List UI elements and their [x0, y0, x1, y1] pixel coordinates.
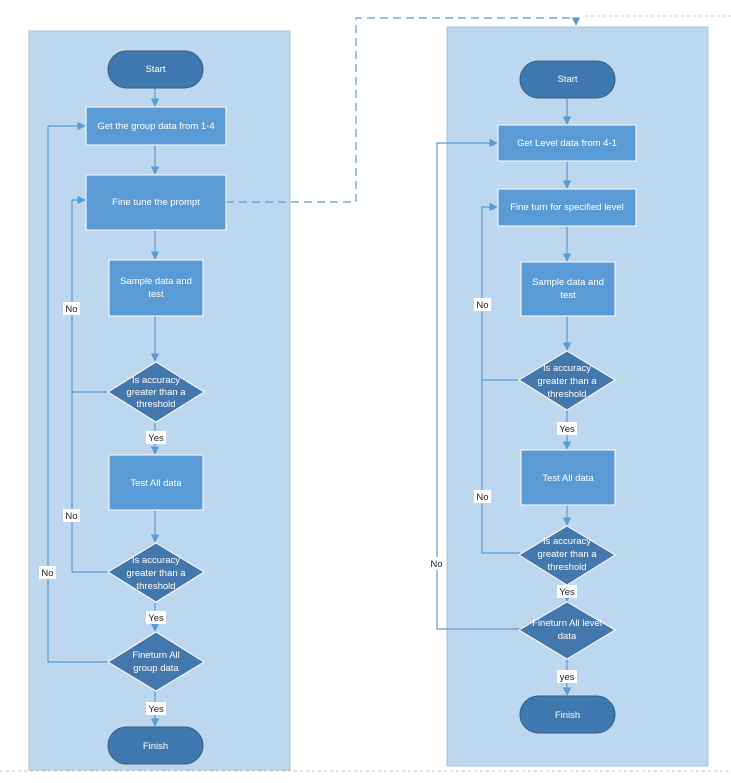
left-no-loop-1: [71, 195, 109, 393]
left-start-terminal: [107, 50, 204, 89]
right-finish-terminal: [519, 695, 616, 734]
left-start-label: Start: [145, 64, 165, 75]
right-finetune-all-label-1: Fineturn All level: [532, 618, 602, 629]
left-fine-tune-prompt-box: [85, 174, 227, 231]
right-no-loop-2: [481, 380, 520, 554]
right-finetune-all-label-2: data: [558, 631, 577, 642]
left-accuracy-check-2-label-2: greater than a: [126, 568, 186, 579]
right-test-all-label: Test All data: [542, 473, 594, 484]
left-finetune-all-label-1: Fineturn All: [132, 650, 180, 661]
right-accuracy-check-1-label-3: threshold: [547, 389, 586, 400]
left-no-label-3: No: [41, 568, 53, 579]
right-no-label-3: No: [430, 559, 442, 570]
left-no-label-2: No: [65, 511, 77, 522]
right-no-label-2: No: [476, 492, 488, 503]
left-test-all-box: [108, 454, 204, 511]
left-accuracy-check-1-label-3: threshold: [136, 399, 175, 410]
left-accuracy-check-2-label-1: Is accuracy: [132, 555, 180, 566]
right-finetune-all-diamond: [518, 601, 616, 660]
left-no-label-1: No: [65, 304, 77, 315]
right-yes-label-3: yes: [560, 672, 575, 683]
left-yes-label-3: Yes: [148, 704, 164, 715]
left-accuracy-check-1-label-1: Is accuracy: [132, 375, 180, 386]
left-yes-label-1: Yes: [148, 433, 164, 444]
right-accuracy-check-1-diamond: [518, 350, 616, 411]
left-accuracy-check-1-label-2: greater than a: [126, 387, 186, 398]
right-start-label: Start: [557, 74, 577, 85]
left-get-group-data-box: [85, 106, 227, 146]
right-accuracy-check-2-label-1: Is accuracy: [543, 536, 591, 547]
right-accuracy-check-1-label-2: greater than a: [537, 376, 597, 387]
left-finish-label: Finish: [143, 741, 168, 752]
left-yes-label-2: Yes: [148, 613, 164, 624]
right-yes-label-1: Yes: [559, 424, 575, 435]
left-finetune-all-diamond: [107, 631, 205, 692]
left-no-loop-3: [47, 121, 109, 663]
right-accuracy-check-1-label-1: Is accuracy: [543, 363, 591, 374]
left-accuracy-check-2-diamond: [107, 542, 205, 603]
left-accuracy-check-2-label-3: threshold: [136, 581, 175, 592]
right-accuracy-check-2-label-3: threshold: [547, 562, 586, 573]
right-accuracy-check-2-label-2: greater than a: [537, 549, 597, 560]
left-no-loop-2: [71, 392, 109, 573]
left-sample-test-label-1: Sample data and: [120, 276, 192, 287]
right-get-level-data-label: Get Level data from 4-1: [517, 138, 617, 149]
right-test-all-box: [520, 449, 616, 506]
right-fine-turn-level-label: Fine turn for specified level: [510, 202, 624, 213]
right-flow: Start Get Level data from 4-1 Fine turn …: [428, 60, 637, 734]
right-yes-label-2: Yes: [559, 587, 575, 598]
left-fine-tune-prompt-label: Fine tune the prompt: [112, 197, 200, 208]
right-start-terminal: [519, 60, 616, 99]
left-finetune-all-label-2: group data: [133, 663, 179, 674]
right-fine-turn-level-box: [497, 188, 637, 227]
right-finish-label: Finish: [555, 710, 580, 721]
left-accuracy-check-1-diamond: [107, 361, 205, 423]
right-sample-test-box: [520, 261, 616, 317]
left-test-all-label: Test All data: [130, 478, 182, 489]
left-sample-test-box: [108, 259, 204, 317]
left-flow: Start Get the group data from 1-4 Fine t…: [39, 50, 227, 765]
right-no-loop-3: [436, 138, 520, 630]
right-sample-test-label-1: Sample data and: [532, 277, 604, 288]
right-no-label-1: No: [476, 300, 488, 311]
right-sample-test-label-2: test: [560, 290, 576, 301]
left-get-group-data-label: Get the group data from 1-4: [97, 121, 214, 132]
lane-link-dashed-connector: [226, 17, 581, 203]
left-finish-terminal: [107, 726, 204, 765]
right-no-loop-1: [481, 202, 520, 381]
right-get-level-data-box: [497, 124, 637, 162]
left-sample-test-label-2: test: [148, 289, 164, 300]
